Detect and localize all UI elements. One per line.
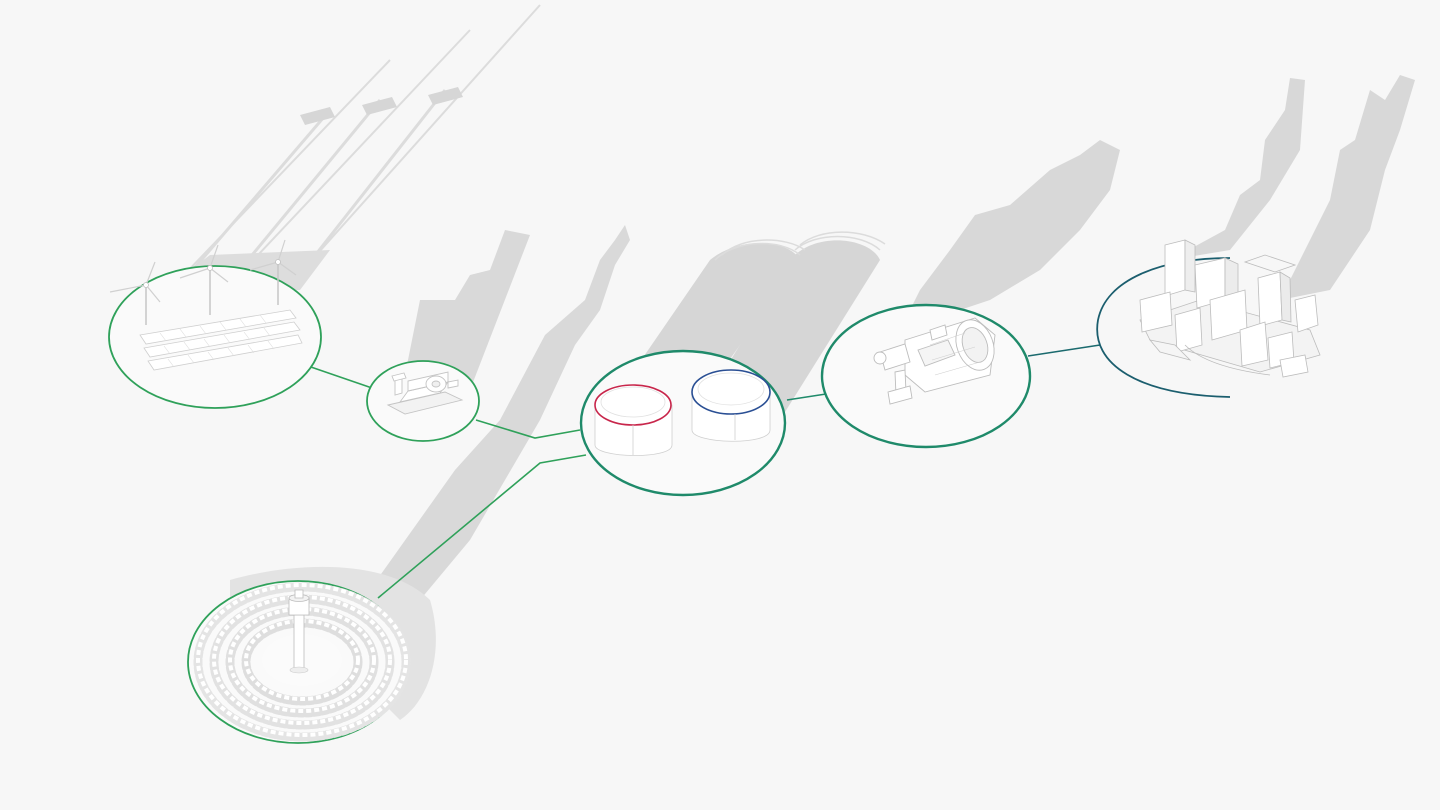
tank-shadow-arcs [714, 231, 886, 261]
solar-tower-shadow [300, 225, 630, 680]
node-storage[interactable] [579, 349, 787, 497]
city-shadow [1170, 78, 1305, 260]
node-city[interactable] [1096, 239, 1321, 398]
electrolyzer-shadow [400, 230, 530, 400]
solar-tower-field-icon [193, 582, 411, 742]
city-buildings-icon [1139, 239, 1321, 378]
node-electrolyzer[interactable] [366, 360, 480, 442]
city-shadow-2 [1280, 75, 1415, 300]
connector-electrolyzer-storage [475, 419, 581, 439]
turbine-shadow [900, 140, 1120, 330]
connector-turbine-city [1027, 344, 1101, 357]
node-solar-tower[interactable] [187, 580, 411, 744]
connector-renewables-electrolyzer [307, 365, 373, 389]
storage-tanks-icon [594, 369, 771, 456]
gas-turbine-icon [873, 317, 996, 405]
heliostat-field-shadow [230, 566, 436, 720]
connector-lines [307, 344, 1101, 599]
wind-solar-farm-icon [109, 239, 303, 371]
node-turbine[interactable] [820, 303, 1032, 449]
node-renewables[interactable] [108, 239, 322, 409]
connector-solar-storage [377, 454, 587, 599]
connector-storage-turbine [786, 393, 827, 401]
electrolyzer-unit-icon [386, 371, 464, 415]
